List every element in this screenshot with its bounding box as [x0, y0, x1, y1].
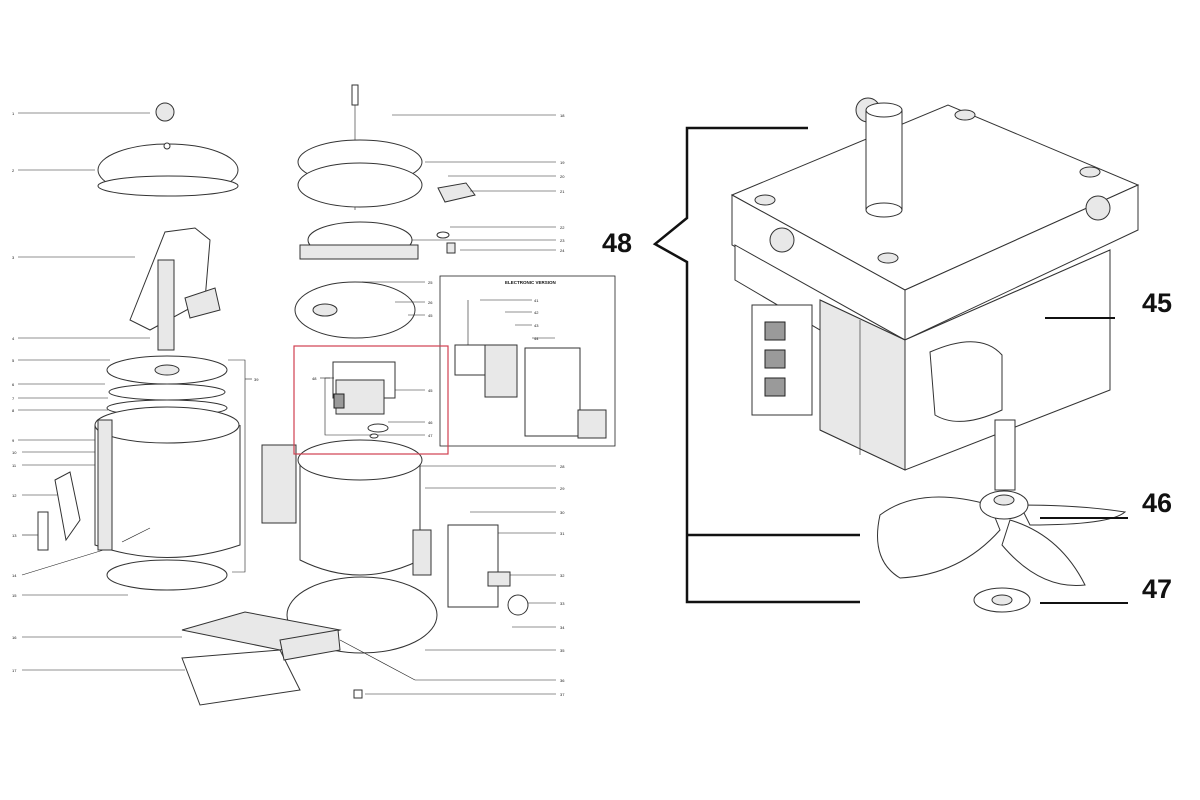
callout-20: 20	[560, 174, 565, 179]
detail-callout-46: 46	[1142, 488, 1172, 518]
electronic-version-panel: ELECTRONIC VERSION 41 42 43 44	[439, 275, 616, 447]
gear-motor: 45	[730, 97, 1172, 491]
knob	[507, 594, 529, 616]
callout-32: 32	[560, 573, 565, 578]
callout-8: 8	[12, 408, 15, 413]
motor-cover	[294, 281, 416, 339]
callout-1: 1	[12, 111, 15, 116]
display-panel	[524, 347, 581, 437]
callout-43: 43	[534, 323, 539, 328]
bowl-gasket	[106, 559, 228, 591]
clip	[437, 182, 476, 203]
callout-14: 14	[12, 573, 17, 578]
callout-6: 6	[12, 382, 15, 387]
callout-44: 44	[534, 336, 539, 341]
callout-30: 30	[560, 510, 565, 515]
callout-10: 10	[12, 450, 17, 455]
drip-tray	[181, 649, 301, 706]
bracket-39: 39	[228, 359, 259, 573]
keypad	[577, 409, 607, 439]
callout-35: 35	[560, 648, 565, 653]
callout-13: 13	[12, 533, 17, 538]
mixer-paddle	[184, 287, 221, 319]
auger-shaft	[157, 259, 175, 351]
callout-42: 42	[534, 310, 539, 315]
callout-7: 7	[12, 396, 15, 401]
hl-callout-48: 48	[312, 376, 317, 381]
output-shaft	[865, 109, 903, 211]
center-parts	[181, 84, 529, 706]
callout-25: 25	[428, 280, 433, 285]
callout-16: 16	[12, 635, 17, 640]
exploded-view: 1 2 3 4 5 6 7 8 9 10 11 12 13 1	[12, 84, 616, 706]
callout-45-small: 45	[428, 313, 433, 318]
callout-33: 33	[560, 601, 565, 606]
propeller-blade-right	[1001, 519, 1086, 586]
propeller-blade-back	[1019, 504, 1127, 526]
propeller: 46	[877, 488, 1172, 586]
callout-37: 37	[560, 692, 565, 697]
callout-11: 11	[12, 463, 17, 468]
control-board	[484, 344, 518, 398]
callout-21: 21	[560, 189, 565, 194]
drive-shaft	[994, 419, 1016, 491]
propeller-blade-left	[877, 496, 1001, 579]
callout-29: 29	[560, 486, 565, 491]
control-panel	[447, 524, 499, 608]
side-vent-left	[261, 444, 297, 524]
mini-propeller	[367, 423, 389, 433]
callout-15: 15	[12, 593, 17, 598]
callout-22: 22	[560, 225, 565, 230]
left-parts	[37, 102, 241, 591]
callout-36: 36	[560, 678, 565, 683]
hl-callout-46: 46	[428, 420, 433, 425]
callout-39: 39	[254, 377, 259, 382]
capacitor	[929, 341, 1003, 422]
callout-28: 28	[560, 464, 565, 469]
detail-callout-48: 48	[602, 228, 632, 258]
callout-4: 4	[12, 336, 15, 341]
callout-26: 26	[428, 300, 433, 305]
right-callouts: 18 19 20 21 22 23 24 25 26 45 28 29 30	[339, 113, 565, 697]
electronic-version-title: ELECTRONIC VERSION	[505, 280, 556, 285]
callout-5: 5	[12, 358, 15, 363]
callout-9: 9	[12, 438, 15, 443]
callout-41: 41	[534, 298, 539, 303]
callout-31: 31	[560, 531, 565, 536]
tap-pin	[37, 511, 49, 551]
hl-callout-45: 45	[428, 388, 433, 393]
tap-stem	[97, 419, 113, 551]
gasket	[108, 383, 226, 401]
callout-3: 3	[12, 255, 15, 260]
callout-23: 23	[560, 238, 565, 243]
retaining-clip: 47	[973, 574, 1172, 613]
callout-12: 12	[12, 493, 17, 498]
detail-bracket-48: 48	[602, 126, 860, 604]
hl-callout-47: 47	[428, 433, 433, 438]
callout-17: 17	[12, 668, 17, 673]
callout-18: 18	[560, 113, 565, 118]
highlight-box-outline	[293, 345, 449, 455]
left-callouts: 1 2 3 4 5 6 7 8 9 10 11 12 13 1	[12, 111, 185, 673]
tap-lever	[54, 471, 81, 542]
callout-24: 24	[560, 248, 565, 253]
lid-rim	[97, 175, 239, 197]
bowl	[94, 425, 241, 558]
highlight-motor-box: 48 45 46 47	[293, 345, 449, 455]
switch-block	[412, 529, 432, 576]
detail-view: 48	[602, 97, 1172, 613]
lid-knob	[155, 102, 175, 122]
bowl-top	[94, 406, 240, 444]
detail-callout-45: 45	[1142, 288, 1172, 318]
callout-2: 2	[12, 168, 15, 173]
callout-19: 19	[560, 160, 565, 165]
detail-callout-47: 47	[1142, 574, 1172, 604]
callout-34: 34	[560, 625, 565, 630]
